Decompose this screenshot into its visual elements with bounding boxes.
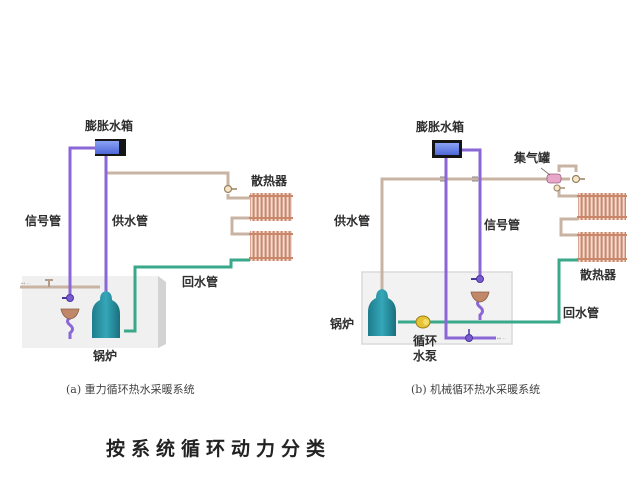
diagram-b-mechanical: ↦ ·· 膨胀水箱 集气罐 供水管 信号管 散热器 回水管 锅炉 循环 水泵 (… <box>330 119 627 396</box>
radiator-valve-a <box>223 184 237 194</box>
label-supply-pipe-a: 供水管 <box>111 213 148 228</box>
diagram-a-gravity: ↤ ·· <box>20 118 293 396</box>
air-collector-b <box>540 167 585 192</box>
radiator-a-upper <box>249 193 293 221</box>
label-return-pipe-a: 回水管 <box>182 274 218 289</box>
drain-sink-a <box>60 308 80 320</box>
main-title: 按系统循环动力分类 <box>106 437 331 460</box>
label-air-collector-b: 集气罐 <box>513 150 550 165</box>
expansion-pipe-b <box>444 157 496 340</box>
signal-valve-a <box>62 294 74 302</box>
radiator-b-upper <box>577 193 627 220</box>
caption-a: (a) 重力循环热水采暖系统 <box>66 382 195 396</box>
radiator-b-lower <box>577 232 627 262</box>
label-expansion-tank-a: 膨胀水箱 <box>84 118 133 133</box>
label-expansion-tank-b: 膨胀水箱 <box>415 119 464 134</box>
label-radiator-b: 散热器 <box>580 267 617 282</box>
label-signal-pipe-b: 信号管 <box>484 217 520 232</box>
label-pump-line1-b: 循环 <box>413 333 437 348</box>
expansion-tank-a <box>95 139 126 156</box>
radiator-a-lower <box>249 231 293 261</box>
drain-sink-b <box>470 291 490 303</box>
label-boiler-a: 锅炉 <box>93 348 117 363</box>
label-signal-pipe-a: 信号管 <box>25 213 61 228</box>
inlet-tiny-label: ↤ ·· <box>21 281 30 287</box>
pipe-crossing-marks-b <box>440 176 478 182</box>
return-pipe-a <box>124 258 250 333</box>
label-return-pipe-b: 回水管 <box>563 305 599 320</box>
drain-tiny-label: ↦ ·· <box>497 336 506 342</box>
expansion-tank-b <box>432 140 462 158</box>
drain-valve-b <box>465 329 473 342</box>
inlet-valve-a <box>45 279 53 287</box>
signal-valve-b <box>471 275 484 283</box>
label-supply-pipe-b: 供水管 <box>333 213 370 228</box>
boiler-b <box>368 289 396 336</box>
caption-b: (b) 机械循环热水采暖系统 <box>411 382 540 396</box>
return-pipe-b <box>398 258 578 324</box>
label-pump-line2-b: 水泵 <box>413 348 437 363</box>
boiler-a <box>92 291 120 338</box>
label-boiler-b: 锅炉 <box>330 316 354 331</box>
circulation-pump-b <box>415 315 431 329</box>
signal-pipe-a <box>66 146 96 339</box>
label-radiator-a: 散热器 <box>251 173 288 188</box>
